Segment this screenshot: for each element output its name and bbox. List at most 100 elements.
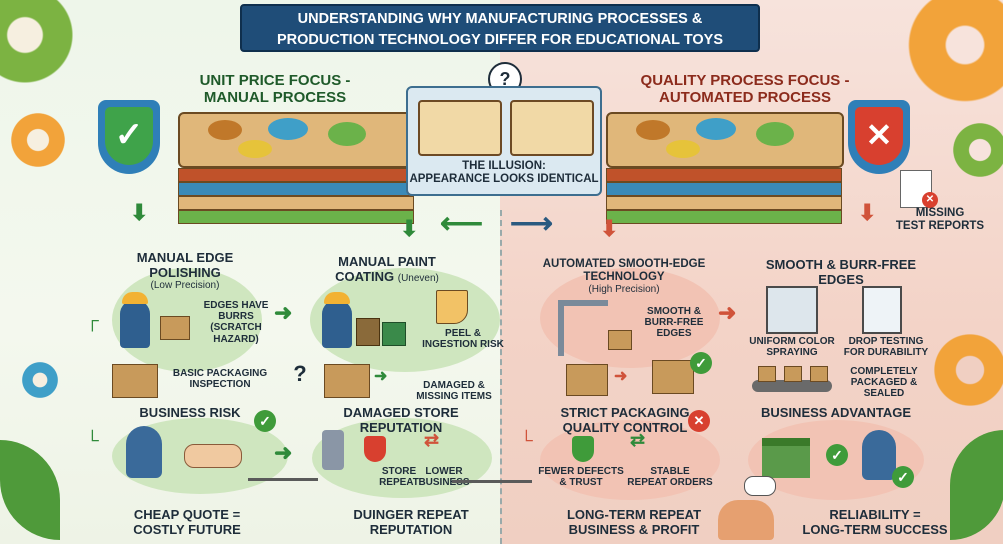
duinger-line-1: DUINGER REPEAT: [353, 507, 469, 522]
manual-paint-coating-label: MANUAL PAINT COATING (Uneven): [312, 254, 462, 284]
conveyor-icon: [752, 380, 832, 392]
basic-packaging-label: BASIC PACKAGING INSPECTION: [160, 368, 280, 390]
cheap-line-2: COSTLY FUTURE: [133, 521, 241, 537]
hardhat-icon: [324, 292, 350, 304]
balance-scale-icon: [248, 478, 318, 541]
toy-puzzle-image-left: [418, 100, 502, 156]
store-line-1: STORE: [381, 466, 417, 477]
drop-line-1: DROP TESTING: [848, 336, 924, 347]
left-header-line-1: UNIT PRICE FOCUS -: [199, 72, 351, 89]
fewer-line-1: FEWER DEFECTS: [538, 466, 624, 477]
gear-icon: [930, 330, 1003, 410]
smooth-burr-free-small-label: SMOOTH & BURR-FREE EDGES: [634, 306, 714, 340]
drop-test-icon: [862, 286, 902, 334]
smooth-burr-free-edges-label: SMOOTH & BURR-FREE EDGES: [756, 257, 926, 287]
missing-line-1: MISSING: [915, 207, 965, 219]
worker-icon: [322, 300, 352, 348]
wood-block-icon: [160, 316, 190, 340]
document-icon: [900, 170, 932, 208]
business-risk-label: BUSINESS RISK: [139, 405, 241, 420]
reliability-line-2: LONG-TERM SUCCESS: [802, 521, 948, 537]
person-icon: [862, 430, 896, 480]
conveyor-box-icon: [758, 366, 776, 382]
x-icon: ✕: [922, 192, 938, 208]
drop-line-2: FOR DURABILITY: [843, 347, 929, 359]
duinger-repeat-label: DUINGER REPEAT REPUTATION: [336, 507, 486, 537]
uniform-line-1: UNIFORM COLOR: [749, 336, 835, 347]
shield-check-icon: [572, 436, 594, 462]
reliability-label: RELIABILITY = LONG-TERM SUCCESS: [800, 507, 950, 537]
packaging-line-1: BASIC PACKAGING: [172, 368, 268, 379]
paint-line-1: MANUAL PAINT: [338, 254, 436, 269]
damaged-store-line-2: REPUTATION: [359, 419, 443, 435]
burrs-line-2: BURRS: [218, 311, 254, 323]
illusion-line-1: THE ILLUSION:: [462, 160, 546, 172]
damaged-store-reputation-label: DAMAGED STORE REPUTATION: [326, 405, 476, 435]
sealed-box-icon: [652, 360, 694, 394]
hardhat-icon: [122, 292, 148, 304]
speech-bubble-icon: [744, 476, 776, 496]
strict-packaging-blob: [540, 420, 720, 500]
packaged-line-3: SEALED: [863, 388, 905, 400]
arrow-right-icon: ➜: [374, 368, 388, 385]
closed-box-icon: [566, 364, 608, 396]
check-icon: ✓: [690, 352, 712, 374]
long-term-repeat-label: LONG-TERM REPEAT BUSINESS & PROFIT: [554, 507, 714, 537]
cheap-line-1: CHEAP QUOTE =: [133, 507, 241, 522]
edge-polishing-line-1: MANUAL EDGE: [136, 250, 234, 265]
peel-line-1: PEEL &: [445, 328, 481, 339]
packaging-line-2: INSPECTION: [189, 379, 251, 391]
business-advantage-label: BUSINESS ADVANTAGE: [761, 405, 911, 420]
burrs-line-1: EDGES HAVE: [203, 300, 269, 311]
store-repeat-label: STORE REPEAT: [374, 466, 424, 488]
arrow-down-icon: ⬇: [600, 216, 619, 241]
swap-arrows-icon: ⇄: [630, 430, 646, 450]
check-icon: ✓: [254, 410, 276, 432]
edges-have-burrs-label: EDGES HAVE BURRS (SCRATCH HAZARD): [196, 300, 276, 345]
right-header-line-2: AUTOMATED PROCESS: [659, 88, 831, 106]
illusion-line-2: APPEARANCE LOOKS IDENTICAL: [409, 172, 599, 185]
paint-sub: (Uneven): [397, 272, 439, 284]
stable-repeat-orders-label: STABLE REPEAT ORDERS: [620, 466, 720, 488]
person-icon: [126, 426, 162, 478]
balance-scale-icon: [452, 480, 532, 541]
damaged-box-icon: [324, 364, 370, 398]
lower-line-1: LOWER: [425, 466, 463, 477]
check-icon: ✓: [892, 466, 914, 488]
paint-line-2: COATING: [335, 268, 395, 284]
arrow-down-icon: ⬇: [400, 216, 419, 241]
shield-x-icon: ✕: [848, 100, 910, 174]
arrow-right-icon: ➜: [274, 300, 293, 325]
paint-can-icon: [382, 322, 406, 346]
question-mark: ?: [293, 361, 307, 386]
automated-blob: [540, 268, 720, 368]
right-header-line-1: QUALITY PROCESS FOCUS -: [640, 72, 850, 89]
x-icon: ✕: [688, 410, 710, 432]
missing-line-2: TEST REPORTS: [895, 219, 985, 232]
arrow-down-icon: ⬇: [130, 200, 149, 225]
conveyor-box-icon: [784, 366, 802, 382]
center-divider: [500, 210, 502, 544]
automated-smooth-edge-label: AUTOMATED SMOOTH-EDGE TECHNOLOGY (High P…: [524, 258, 724, 295]
burrs-line-4: HAZARD): [213, 333, 259, 345]
strict-line-2: QUALITY CONTROL: [562, 419, 688, 435]
uniform-line-2: SPRAYING: [766, 347, 818, 359]
burrs-line-3: (SCRATCH: [210, 322, 262, 334]
strict-line-1: STRICT PACKAGING: [560, 405, 690, 420]
lower-business-label: LOWER BUSINESS: [414, 466, 474, 488]
arrow-down-icon: └: [86, 430, 99, 450]
arrow-down-icon: ⬇: [858, 200, 877, 225]
smooth-free-line-1: SMOOTH & BURR-FREE: [765, 257, 917, 272]
smooth-small-line-3: EDGES: [656, 328, 692, 340]
conveyor-box-icon: [810, 366, 828, 382]
page-title: UNDERSTANDING WHY MANUFACTURING PROCESSE…: [240, 4, 760, 52]
stable-line-2: REPEAT ORDERS: [627, 477, 713, 489]
packaged-line-2: PACKAGED &: [850, 377, 918, 389]
longterm-line-2: BUSINESS & PROFIT: [568, 521, 700, 537]
puzzle-stack-right: [606, 112, 844, 232]
illusion-caption: THE ILLUSION: APPEARANCE LOOKS IDENTICAL: [408, 160, 600, 186]
left-header: UNIT PRICE FOCUS - MANUAL PROCESS: [180, 72, 370, 107]
factory-icon: [762, 438, 810, 478]
right-header: QUALITY PROCESS FOCUS - AUTOMATED PROCES…: [630, 72, 860, 107]
gear-icon: [20, 360, 60, 400]
